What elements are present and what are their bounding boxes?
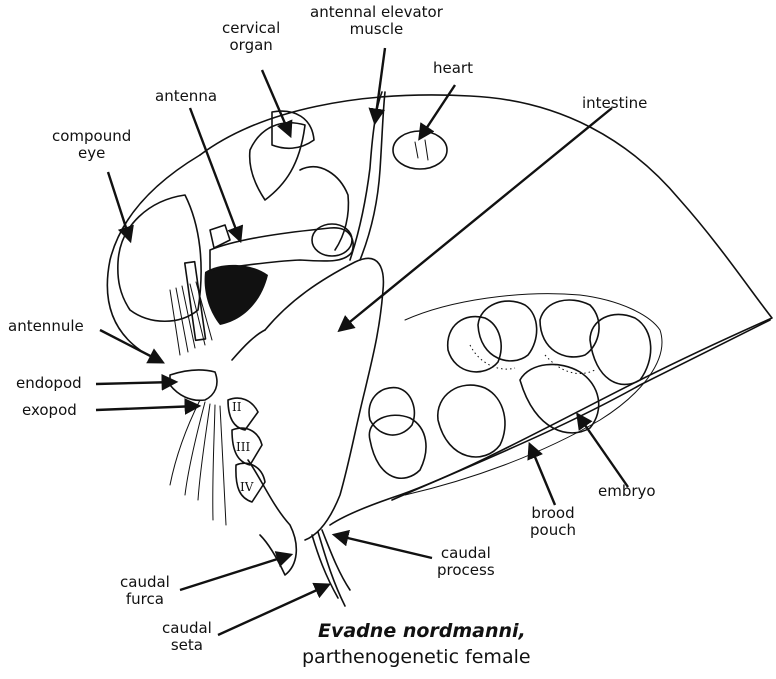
- segment-label-ii: II: [232, 400, 241, 414]
- label-compound-eye: compound eye: [52, 128, 131, 162]
- ganglion-shape: [205, 265, 268, 325]
- label-caudal-process: caudal process: [437, 545, 495, 579]
- carapace: [107, 95, 772, 525]
- label-endopod: endopod: [16, 375, 82, 392]
- label-caudal-seta: caudal seta: [162, 620, 212, 654]
- embryos: [369, 300, 651, 478]
- label-antennal-elevator-muscle: antennal elevator muscle: [310, 4, 443, 38]
- caudal-structures: [312, 530, 350, 606]
- label-caudal-furca: caudal furca: [120, 574, 170, 608]
- label-antenna: antenna: [155, 88, 217, 105]
- leader-lines: [96, 48, 628, 635]
- cervical-organ-shape: [250, 111, 314, 200]
- caption-description: parthenogenetic female: [302, 646, 531, 668]
- label-embryo: embryo: [598, 483, 656, 500]
- label-heart: heart: [433, 60, 473, 77]
- caption-species: Evadne nordmanni,: [318, 620, 526, 642]
- label-cervical-organ: cervical organ: [222, 20, 280, 54]
- label-intestine: intestine: [582, 95, 647, 112]
- label-exopod: exopod: [22, 402, 77, 419]
- body-shape: [232, 92, 385, 575]
- label-antennule: antennule: [8, 318, 84, 335]
- segment-label-iii: III: [236, 440, 250, 454]
- segment-label-iv: IV: [240, 480, 253, 494]
- antenna-shape: [210, 224, 353, 270]
- label-brood-pouch: brood pouch: [530, 505, 576, 539]
